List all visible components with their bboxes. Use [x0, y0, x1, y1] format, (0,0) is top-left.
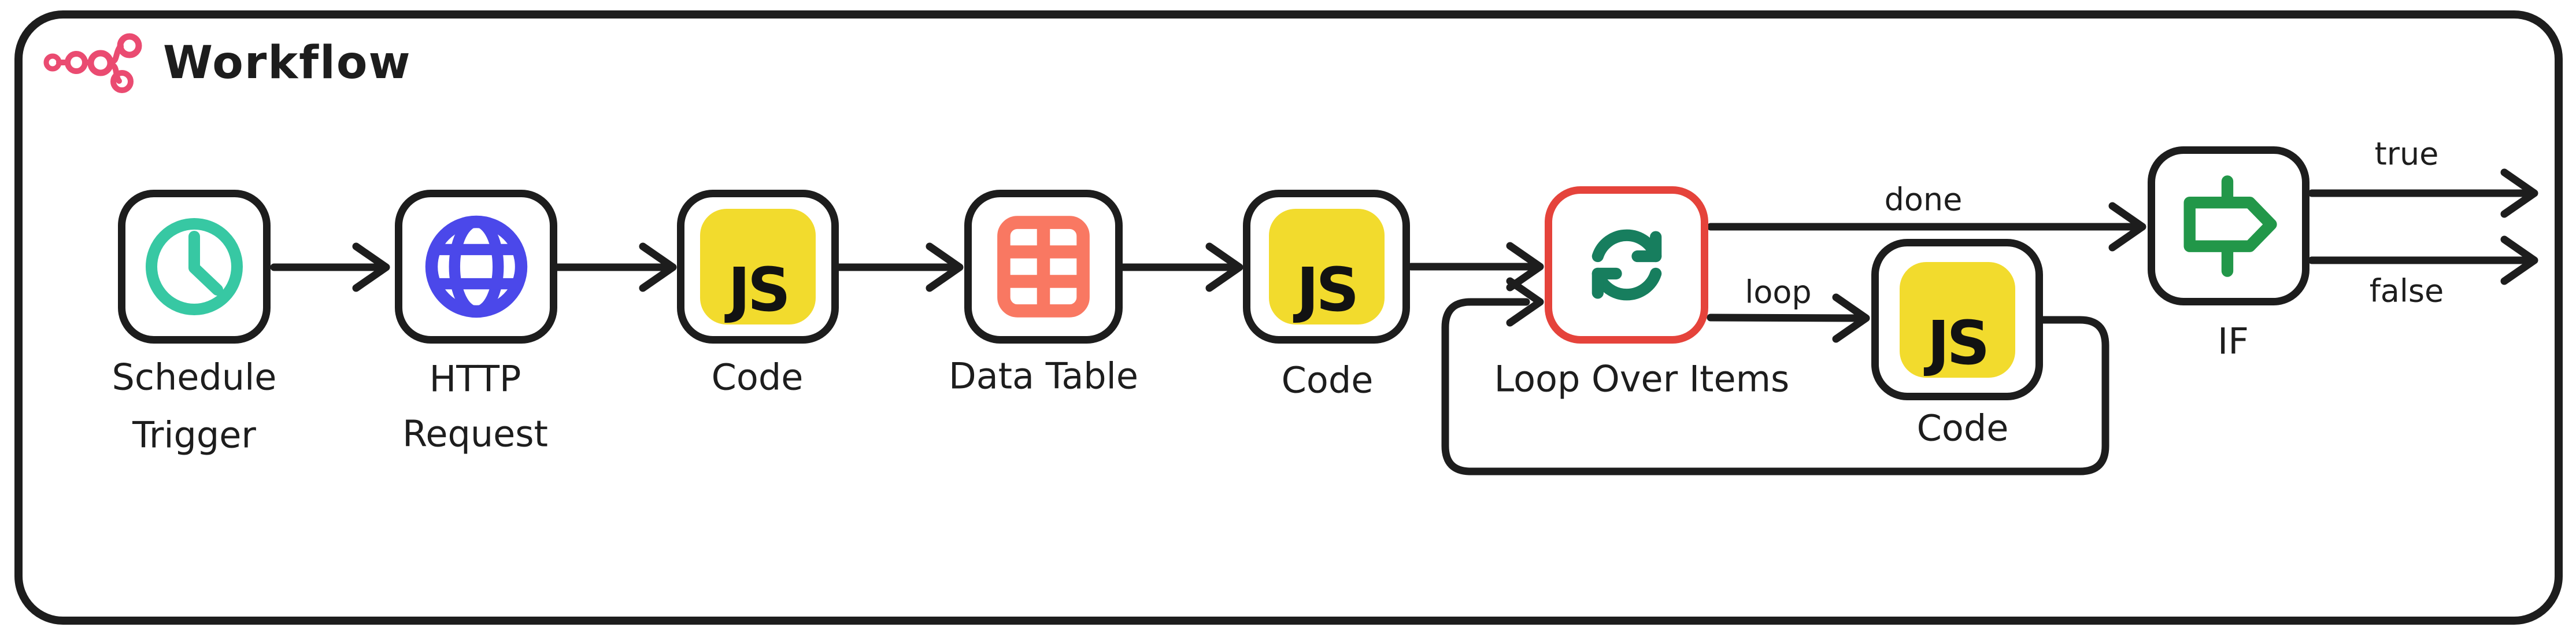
- js-icon-text: JS: [1296, 255, 1360, 325]
- edge-label-loop: loop: [1745, 274, 1812, 311]
- edge-label-done: done: [1884, 181, 1963, 218]
- label-code-2: Code: [1281, 359, 1374, 401]
- edge-label-false: false: [2369, 272, 2444, 309]
- signpost-icon: [2183, 175, 2277, 277]
- js-icon-text: JS: [1927, 307, 1990, 378]
- label-data-table: Data Table: [948, 355, 1139, 397]
- clock-icon: [146, 218, 243, 315]
- node-schedule-trigger[interactable]: [118, 190, 271, 344]
- label-if: IF: [2218, 320, 2249, 363]
- js-icon: JS: [1899, 261, 2015, 378]
- page-title: Workflow: [163, 37, 412, 89]
- edge-loop-to-code3: [1707, 293, 1870, 343]
- table-icon: [997, 216, 1090, 318]
- edge-code1-to-datatable: [832, 242, 964, 292]
- label-http-request-line2: Request: [402, 412, 548, 455]
- node-code-1[interactable]: JS: [677, 190, 839, 344]
- label-code-3: Code: [1916, 407, 2009, 449]
- sync-loop-icon: [1592, 229, 1661, 301]
- js-icon-text: JS: [728, 255, 791, 325]
- label-schedule-trigger-line1: Schedule: [112, 356, 277, 399]
- js-icon: JS: [1268, 209, 1385, 325]
- label-code-1: Code: [711, 356, 804, 399]
- edge-schedule-to-http: [270, 242, 390, 292]
- js-icon: JS: [700, 209, 816, 324]
- node-data-table[interactable]: [964, 190, 1123, 344]
- edge-code2-to-loop: [1407, 242, 1544, 292]
- node-loop-over-items[interactable]: [1545, 186, 1708, 344]
- edge-label-true: true: [2374, 135, 2439, 172]
- edge-if-false: [2308, 235, 2538, 285]
- edge-datatable-to-code2: [1114, 242, 1243, 292]
- workflow-logo-icon: [43, 33, 142, 93]
- label-schedule-trigger-line2: Trigger: [132, 414, 256, 456]
- globe-icon: [425, 215, 527, 318]
- label-http-request-line1: HTTP: [429, 357, 521, 400]
- edge-http-to-code1: [549, 242, 677, 292]
- edge-loop-done-to-if: [1707, 202, 2146, 252]
- node-code-2[interactable]: JS: [1243, 190, 1410, 344]
- node-http-request[interactable]: [395, 190, 557, 344]
- edge-code3-loopback: [1441, 277, 2109, 475]
- label-loop-over-items: Loop Over Items: [1494, 357, 1790, 400]
- node-if[interactable]: [2148, 146, 2309, 305]
- node-code-3[interactable]: JS: [1871, 239, 2043, 400]
- edge-if-true: [2308, 168, 2538, 218]
